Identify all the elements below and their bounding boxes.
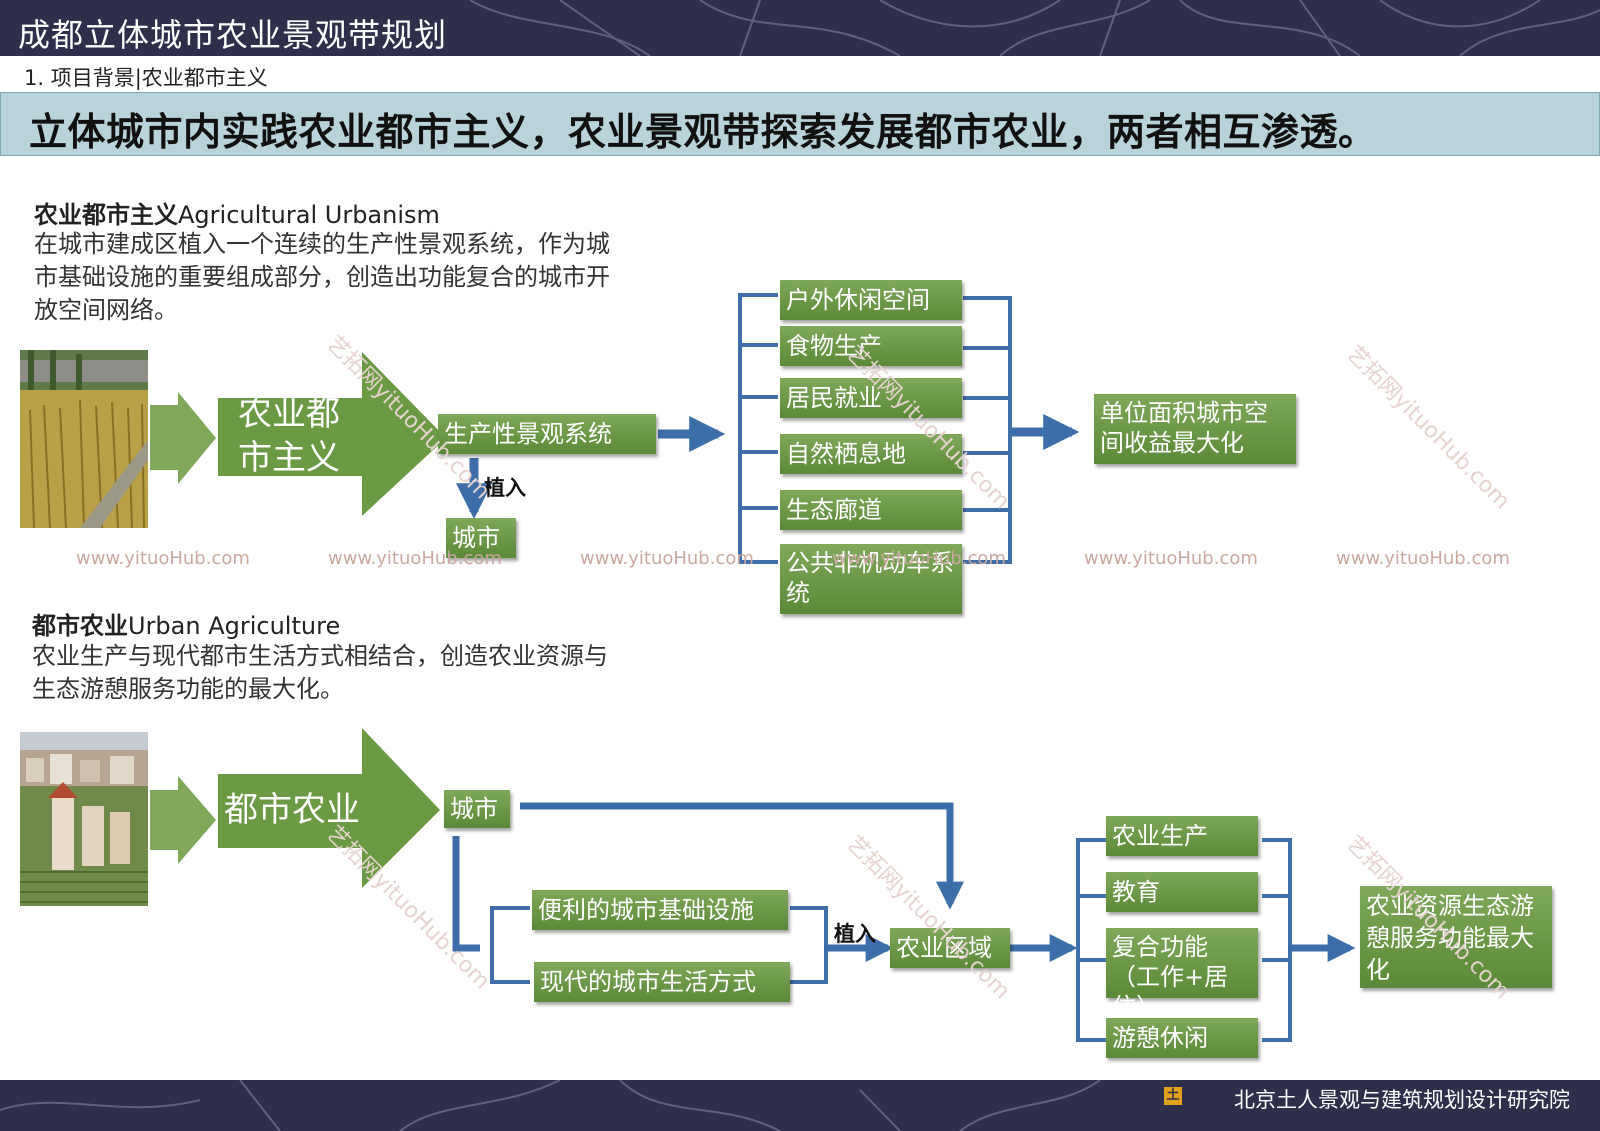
bracket-left-functions-2: [1076, 838, 1106, 1042]
watermark-url: www.yituoHub.com: [1084, 548, 1258, 569]
function-box-recreation: 游憩休闲: [1106, 1018, 1258, 1058]
infrastructure-box: 便利的城市基础设施: [532, 890, 788, 930]
watermark-url: www.yituoHub.com: [328, 548, 502, 569]
bracket-right-functions-2: [1262, 838, 1292, 1042]
footer-bar: 土 北京土人景观与建筑规划设计研究院: [0, 1080, 1600, 1131]
function-box-education: 教育: [1106, 872, 1258, 912]
rice-field-photo: [20, 350, 148, 528]
section2-heading: 都市农业Urban Agriculture: [32, 612, 341, 640]
implant-label-2: 植入: [834, 922, 876, 946]
watermark-url: www.yituoHub.com: [832, 548, 1006, 569]
bracket-left-functions: [738, 293, 778, 564]
bracket-left-city-elements: [490, 906, 530, 984]
title-bar: 成都立体城市农业景观带规划: [0, 0, 1600, 56]
function-box-mixed-use: 复合功能（工作+居住）: [1106, 928, 1258, 1021]
footer-map-pattern: [0, 1080, 1101, 1131]
section2-body: 农业生产与现代都市生活方式相结合，创造农业资源与生态游憩服务功能的最大化。: [32, 642, 608, 703]
function-box-agri-production: 农业生产: [1106, 816, 1258, 856]
urban-farm-photo: [20, 732, 148, 906]
map-pattern: [469, 0, 1600, 56]
small-arrow-2: [150, 776, 216, 864]
watermark-url: www.yituoHub.com: [1336, 548, 1510, 569]
bracket-right-city-elements: [790, 906, 828, 984]
arrow-city-to-region: [520, 802, 964, 910]
implant-label-1: 植入: [484, 476, 526, 500]
function-box-employment: 居民就业: [780, 378, 962, 418]
function-box-food: 食物生产: [780, 326, 962, 366]
headline-text: 立体城市内实践农业都市主义，农业景观带探索发展都市农业，两者相互渗透。: [29, 110, 1377, 154]
section1-body: 在城市建成区植入一个连续的生产性景观系统，作为城市基础设施的重要组成部分，创造出…: [34, 230, 610, 324]
big-arrow-1: [218, 352, 446, 516]
city-box-2: 城市: [444, 790, 510, 828]
headline-banner: 立体城市内实践农业都市主义，农业景观带探索发展都市农业，两者相互渗透。: [0, 92, 1600, 156]
city-box-1: 城市: [446, 518, 516, 558]
bracket-right-functions: [963, 296, 1012, 564]
arrow-city-down: [452, 836, 480, 952]
urban-agriculture-arrow-label: 都市农业: [224, 790, 360, 830]
institute-name: 北京土人景观与建筑规划设计研究院: [1234, 1088, 1570, 1112]
small-arrow-1: [150, 392, 216, 484]
watermark-url: www.yituoHub.com: [76, 548, 250, 569]
function-box-nonmotor: 公共非机动车系统: [780, 544, 962, 614]
section1-heading: 农业都市主义Agricultural Urbanism: [34, 201, 440, 229]
section-breadcrumb: 1. 项目背景|农业都市主义: [24, 66, 268, 90]
result-box-1: 单位面积城市空间收益最大化: [1094, 394, 1296, 464]
result-box-2: 农业资源生态游憩服务功能最大化: [1360, 886, 1552, 988]
institute-logo-icon: 土: [1164, 1087, 1182, 1105]
function-box-outdoor: 户外休闲空间: [780, 280, 962, 320]
watermark-url: www.yituoHub.com: [580, 548, 754, 569]
big-arrow-2: [218, 728, 440, 888]
function-box-habitat: 自然栖息地: [780, 434, 962, 474]
lifestyle-box: 现代的城市生活方式: [534, 962, 790, 1002]
function-box-corridor: 生态廊道: [780, 490, 962, 530]
agricultural-urbanism-arrow-label: 农业都市主义: [238, 394, 340, 478]
page-title: 成都立体城市农业景观带规划: [18, 16, 448, 54]
agri-region-box: 农业区域: [890, 928, 1010, 968]
productive-landscape-box: 生产性景观系统: [438, 414, 656, 454]
